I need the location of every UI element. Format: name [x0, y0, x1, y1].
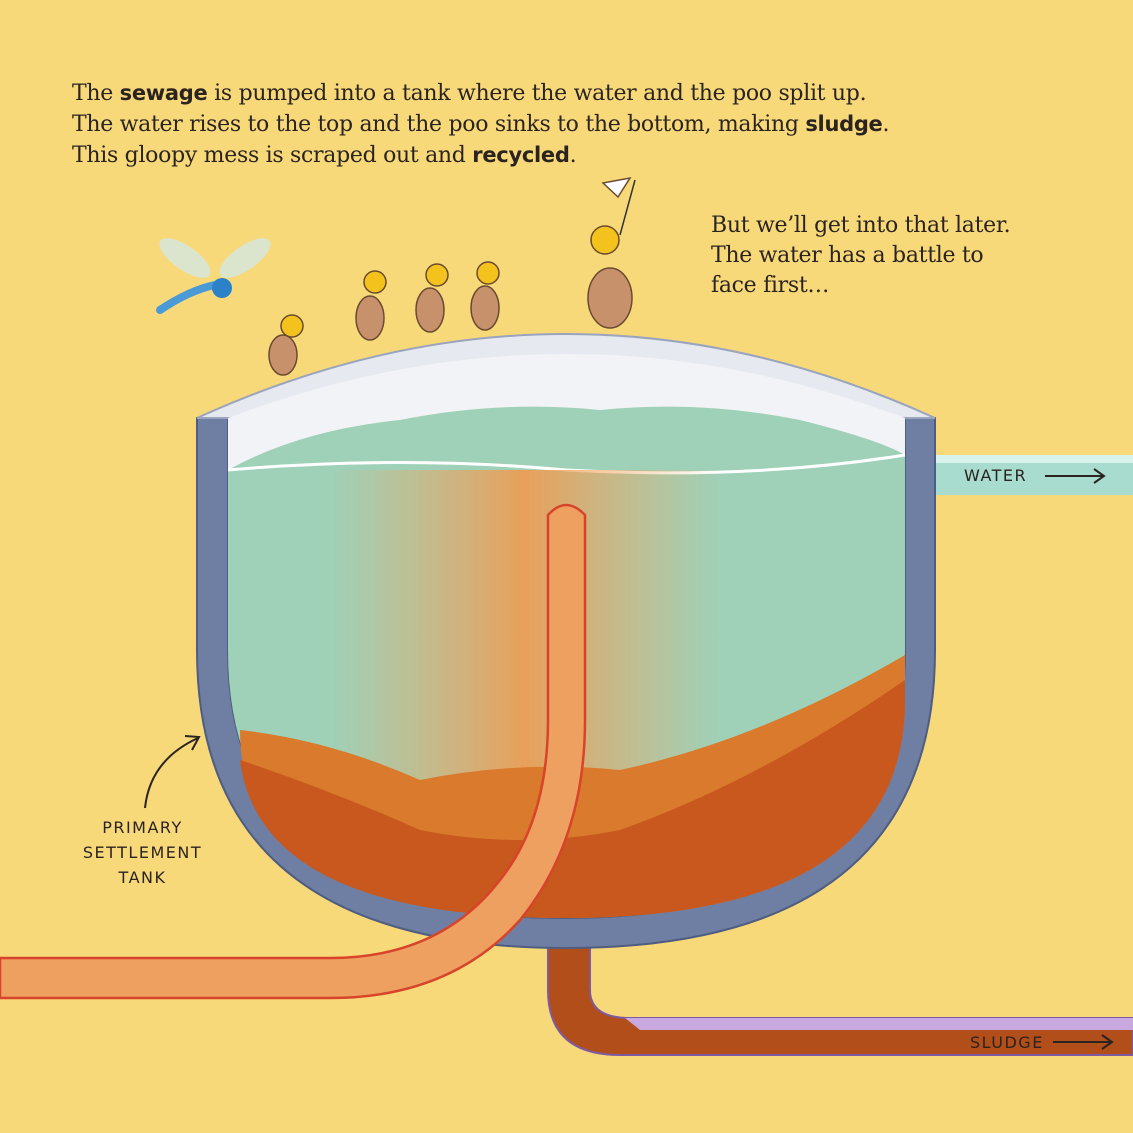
intro-paragraph: The sewage is pumped into a tank where t…: [72, 78, 889, 171]
text: .: [569, 143, 577, 168]
text: The water rises to the top and the poo s…: [72, 112, 806, 137]
intro-line-3: This gloopy mess is scraped out and recy…: [72, 140, 889, 171]
keyword-sewage: sewage: [119, 81, 208, 105]
sewage-inlet-pipe: [0, 503, 587, 1000]
intro-line-1: The sewage is pumped into a tank where t…: [72, 78, 889, 109]
label-line: TANK: [118, 868, 167, 887]
tank-label: PRIMARY SETTLEMENT TANK: [80, 815, 205, 890]
sludge-label: SLUDGE: [970, 1033, 1044, 1052]
aside-line: But we’ll get into that later.: [711, 213, 1011, 238]
text: The: [72, 81, 120, 106]
text: This gloopy mess is scraped out and: [72, 143, 473, 168]
text: is pumped into a tank where the water an…: [207, 81, 867, 106]
text: .: [882, 112, 890, 137]
dragonfly-icon: [156, 238, 271, 314]
mice-workers: [268, 176, 636, 376]
keyword-recycled: recycled: [472, 143, 570, 167]
keyword-sludge: sludge: [805, 112, 883, 136]
label-line: PRIMARY: [102, 818, 183, 837]
aside-paragraph: But we’ll get into that later. The water…: [711, 211, 1011, 301]
intro-line-2: The water rises to the top and the poo s…: [72, 109, 889, 140]
label-line: SETTLEMENT: [82, 843, 203, 862]
water-label: WATER: [964, 466, 1028, 485]
aside-line: The water has a battle to: [711, 243, 984, 268]
aside-line: face first…: [711, 273, 830, 298]
arrow-icon: [144, 468, 1114, 1050]
